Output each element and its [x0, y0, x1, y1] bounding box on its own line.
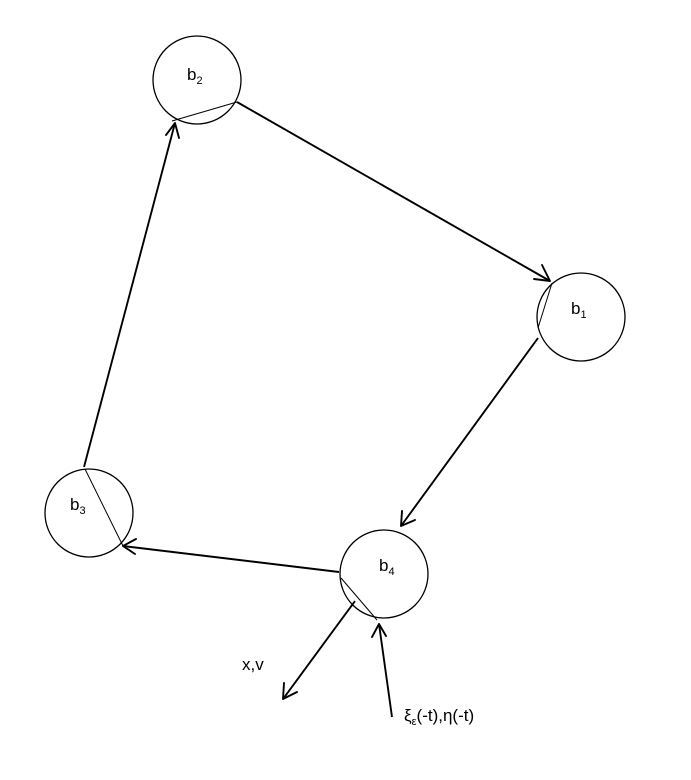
in-arrow-label: ξε(-t),η(-t) [404, 706, 474, 728]
node-b2-circle [152, 35, 242, 125]
node-b1-chord [537, 282, 553, 329]
edge-in [378, 623, 393, 718]
node-b2-label: b2 [187, 65, 203, 87]
node-b4-circle [339, 529, 429, 619]
node-b4-chord [340, 577, 378, 621]
node-b3-circle [44, 468, 134, 558]
node-b1-label: b1 [571, 299, 587, 321]
node-b4-label: b4 [379, 556, 395, 578]
edge-b2-b1 [236, 101, 551, 282]
node-b3-chord [84, 468, 124, 547]
arrowhead-out [282, 682, 298, 700]
edge-b3-b2 [83, 122, 176, 468]
edge-b1-b4 [400, 337, 539, 527]
edge-out-xv [282, 600, 356, 700]
arrowhead-b3 [122, 538, 137, 555]
arrowhead-b1 [533, 264, 551, 282]
arrowhead-b4 [400, 510, 416, 527]
edge-b4-b3 [122, 545, 340, 573]
node-b2-chord [171, 101, 238, 122]
arrowhead-b2 [165, 122, 180, 139]
node-b3-label: b3 [70, 495, 86, 517]
node-b1-circle [536, 272, 626, 362]
out-arrow-label: x,v [242, 655, 264, 674]
arrowhead-in [371, 623, 387, 638]
